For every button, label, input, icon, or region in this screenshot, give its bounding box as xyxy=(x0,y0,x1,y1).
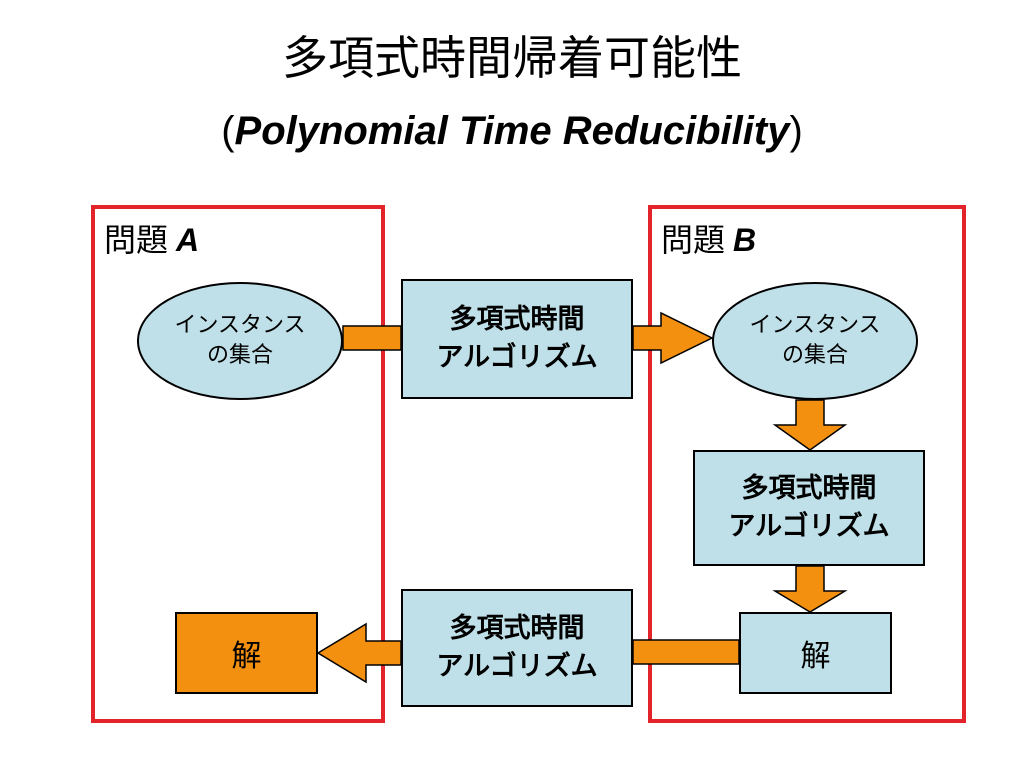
arrow-instance-a-to-algorithm xyxy=(342,325,402,351)
arrow-instance-b-to-algorithm xyxy=(772,399,848,451)
instance-set-b-line2: の集合 xyxy=(781,343,848,368)
solution-b-label: 解 xyxy=(800,639,831,674)
page-subtitle: (Polynomial Time Reducibility) xyxy=(0,103,1024,159)
problem-a-panel xyxy=(91,205,385,723)
page-title: 多項式時間帰着可能性 xyxy=(282,31,742,85)
algorithm-middle-line2: アルゴリズム xyxy=(728,511,890,542)
problem-a-label-text: 問題 xyxy=(104,221,169,259)
problem-b-letter: B xyxy=(733,222,757,258)
arrow-algorithm-to-solution-a xyxy=(316,622,402,684)
problem-a-letter: A xyxy=(176,222,200,258)
algorithm-box-middle: 多項式時間 アルゴリズム xyxy=(693,450,925,566)
solution-b-box: 解 xyxy=(739,612,892,694)
algorithm-bottom-line2: アルゴリズム xyxy=(436,651,598,682)
subtitle-open-paren: ( xyxy=(221,109,235,153)
algorithm-box-top: 多項式時間 アルゴリズム xyxy=(401,279,633,399)
subtitle-close-paren: ) xyxy=(789,109,803,153)
solution-a-label: 解 xyxy=(231,639,262,674)
arrow-solution-b-to-algorithm xyxy=(632,639,740,665)
instance-set-b-line1: インスタンス xyxy=(749,313,881,338)
solution-a-box: 解 xyxy=(175,612,318,694)
algorithm-bottom-line1: 多項式時間 xyxy=(449,613,585,644)
problem-b-label-text: 問題 xyxy=(661,221,726,259)
algorithm-top-line2: アルゴリズム xyxy=(436,342,598,373)
problem-b-panel xyxy=(648,205,966,723)
instance-set-b: インスタンス の集合 xyxy=(712,282,918,400)
instance-set-a: インスタンス の集合 xyxy=(137,282,343,400)
algorithm-top-line1: 多項式時間 xyxy=(449,304,585,335)
arrow-algorithm-to-instance-b xyxy=(632,311,714,365)
subtitle-text: Polynomial Time Reducibility xyxy=(234,109,790,153)
instance-set-a-line2: の集合 xyxy=(206,343,273,368)
instance-set-a-line1: インスタンス xyxy=(174,313,306,338)
arrow-algorithm-to-solution-b xyxy=(772,565,848,613)
algorithm-box-bottom: 多項式時間 アルゴリズム xyxy=(401,589,633,707)
algorithm-middle-line1: 多項式時間 xyxy=(741,473,877,504)
